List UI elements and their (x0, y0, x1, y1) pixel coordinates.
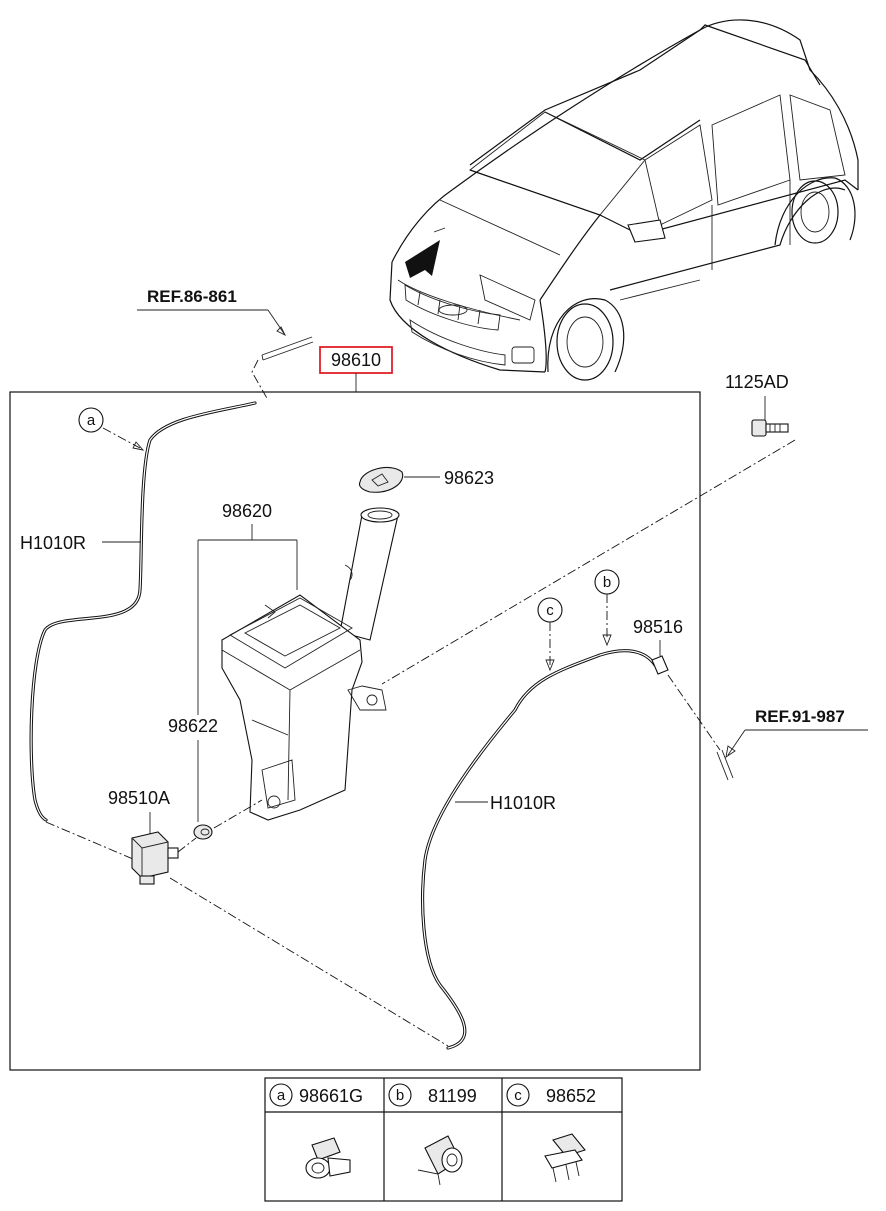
clamp-icon (417, 1135, 463, 1186)
legend-code-c[interactable]: 98652 (546, 1086, 596, 1106)
reservoir-part-number[interactable]: 98620 (222, 501, 272, 521)
svg-text:c: c (514, 1087, 522, 1104)
reservoir-tank-icon (221, 507, 400, 821)
bolt-icon (751, 419, 789, 437)
ref-91-987-group: REF.91-987 (725, 707, 868, 758)
legend-table: a 98661G b 81199 c 98652 (264, 1077, 623, 1202)
bolt-1125ad-group: 1125AD (381, 372, 796, 685)
right-hose-group: c b H1010R 98516 (421, 569, 734, 1050)
assembly-highlight-box (319, 346, 393, 374)
legend-callout-b (388, 1083, 412, 1107)
reservoir-98620-group: 98620 (197, 501, 400, 821)
clip-fastener-icon (544, 1133, 586, 1183)
legend-cell-c: c 98652 (506, 1083, 596, 1183)
ref-91-987-label[interactable]: REF.91-987 (755, 707, 845, 726)
bolt-part-number[interactable]: 1125AD (725, 372, 789, 392)
assembly-98610-group: 98610 (9, 346, 701, 1071)
pump-icon (131, 831, 179, 885)
pump-part-number[interactable]: 98510A (108, 788, 170, 808)
assembly-frame (9, 391, 701, 1071)
ref-86-861-group: REF.86-861 (137, 287, 314, 401)
legend-cell-b: b 81199 (388, 1083, 477, 1186)
hose-connector-icon (651, 655, 669, 675)
legend-callout-a (269, 1083, 293, 1107)
svg-text:c: c (546, 602, 554, 619)
svg-text:b: b (396, 1087, 404, 1104)
svg-text:a: a (277, 1087, 286, 1104)
hose-left-label[interactable]: H1010R (20, 533, 86, 553)
grommet-98622-group: 98622 (168, 716, 263, 840)
legend-callout-c (506, 1083, 530, 1107)
vehicle-illustration (389, 19, 859, 381)
hose-right-label[interactable]: H1010R (490, 793, 556, 813)
hose-clip-icon (305, 1137, 351, 1179)
grommet-part-number[interactable]: 98622 (168, 716, 218, 736)
legend-code-a[interactable]: 98661G (299, 1086, 363, 1106)
cap-icon (358, 467, 404, 493)
hose-rear-part-number[interactable]: 98516 (633, 617, 683, 637)
ref-86-861-label[interactable]: REF.86-861 (147, 287, 237, 306)
callout-a-top[interactable] (78, 407, 104, 433)
cap-98623-group: 98623 (358, 467, 494, 493)
legend-cell-a: a 98661G (269, 1083, 363, 1179)
cap-part-number[interactable]: 98623 (444, 468, 494, 488)
grommet-icon (193, 824, 213, 840)
left-hose-group: a H1010R (20, 401, 449, 1047)
assembly-part-number[interactable]: 98610 (331, 350, 381, 370)
legend-code-b[interactable]: 81199 (428, 1086, 477, 1106)
svg-text:b: b (603, 574, 611, 591)
svg-text:a: a (87, 412, 96, 429)
pump-98510a-group: 98510A (108, 788, 197, 885)
